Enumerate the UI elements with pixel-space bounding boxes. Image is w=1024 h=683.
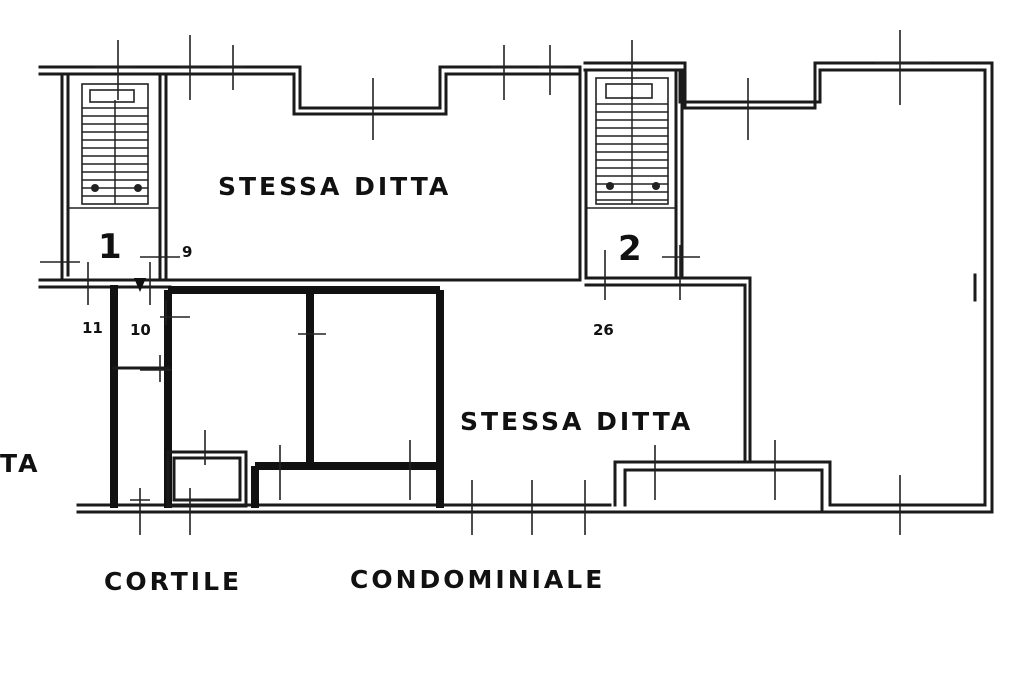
outer-walls	[38, 61, 994, 514]
stair-number-2: 2	[618, 229, 642, 269]
marker-26: 26	[593, 321, 614, 339]
staircase-1	[60, 72, 168, 282]
window-ticks	[40, 30, 930, 535]
room-label-top-left: STESSA DITTA	[218, 172, 451, 201]
staircase-2	[578, 65, 684, 280]
edge-label-partial: TA	[0, 449, 40, 478]
internal-walls	[38, 273, 977, 508]
stair-number-1: 1	[98, 227, 122, 267]
courtyard-label-condominiale: CONDOMINIALE	[350, 565, 605, 594]
marker-9: 9	[182, 243, 192, 261]
marker-11: 11	[82, 319, 103, 337]
courtyard-label-cortile: CORTILE	[104, 567, 242, 596]
marker-10: 10	[130, 321, 151, 339]
entry-arrow-icon	[134, 278, 146, 292]
room-label-mid-right: STESSA DITTA	[460, 407, 693, 436]
